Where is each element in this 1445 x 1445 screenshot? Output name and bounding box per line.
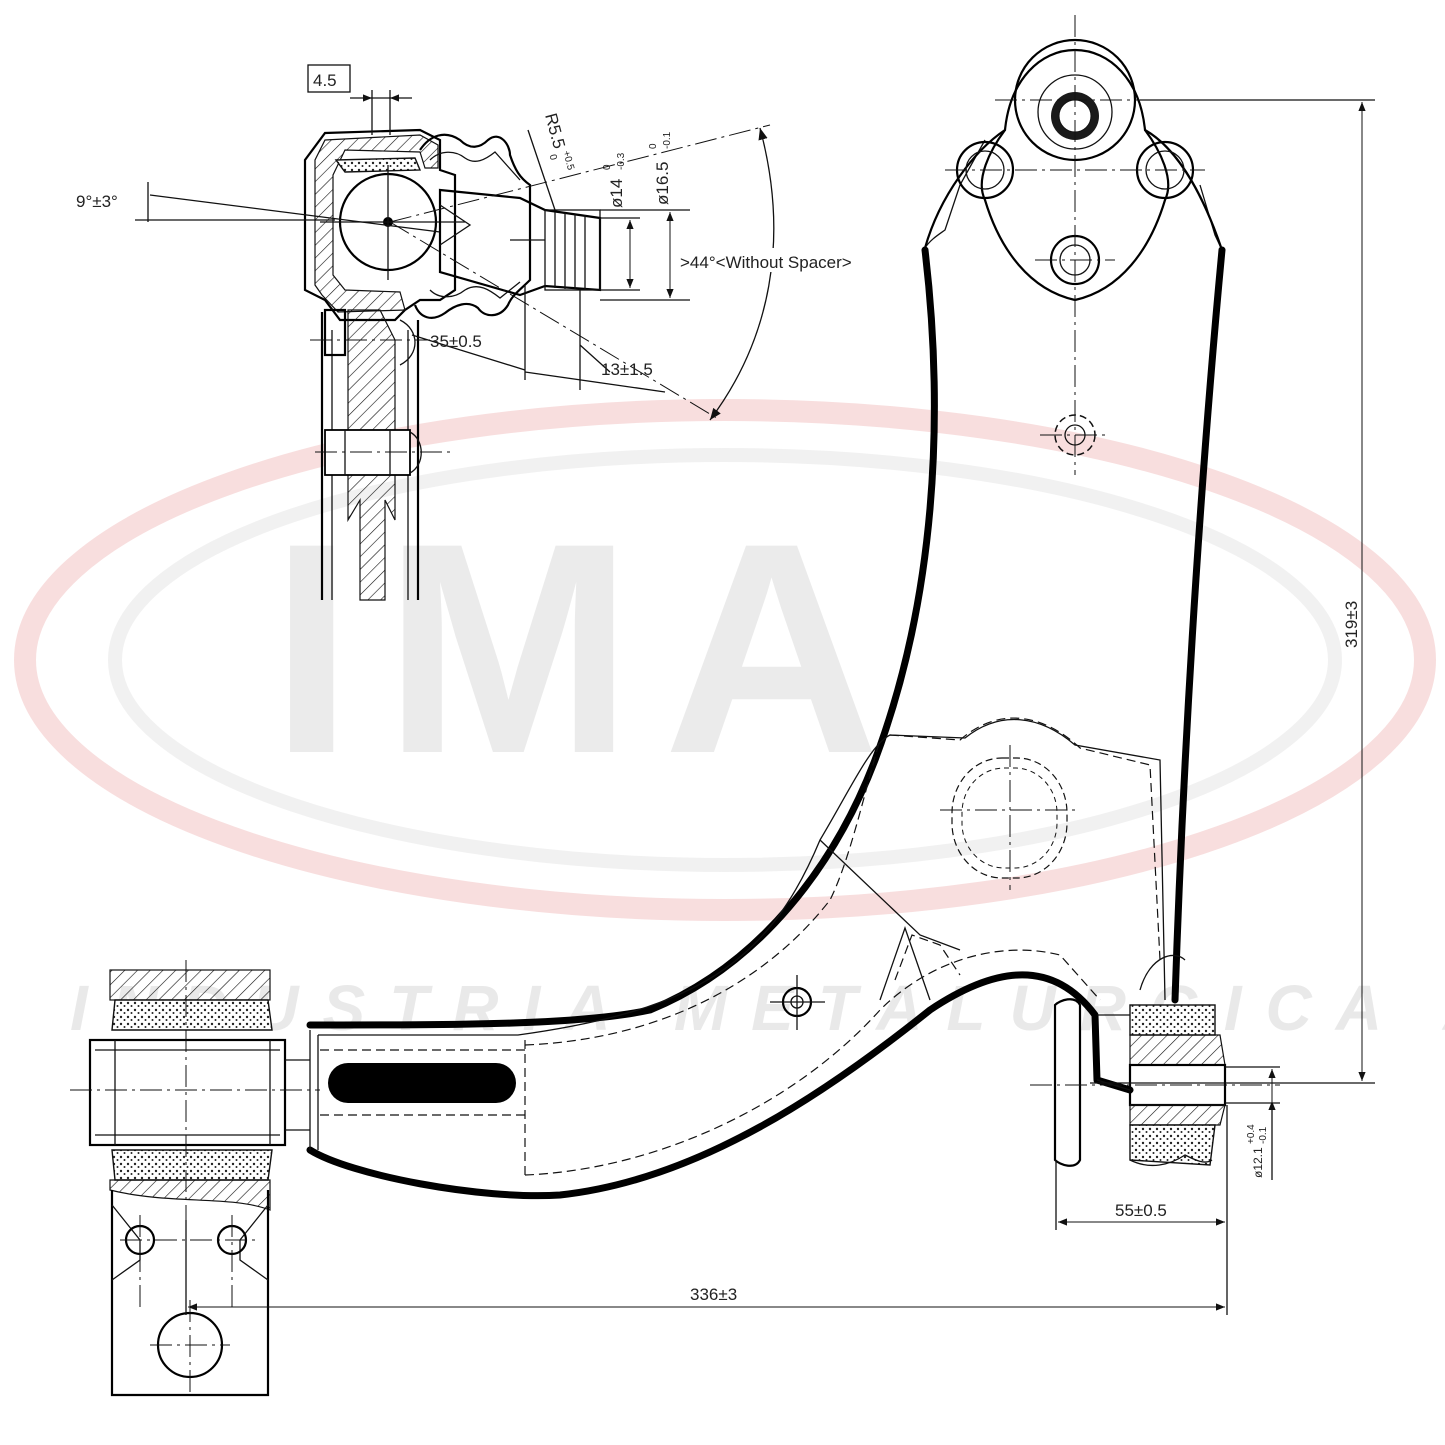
oval-hole bbox=[940, 745, 1080, 890]
dim-dia-14-tol-lower: -0.3 bbox=[616, 152, 627, 170]
dim-dia-14-tol-upper: 0 bbox=[602, 164, 613, 170]
detail-dimensions: 4.5 9°±3° R5.5 +0.5 0 ø14 0 -0.3 ø16.5 bbox=[76, 64, 890, 421]
dim-overall-height: 319±3 bbox=[1342, 601, 1361, 648]
dim-bushing-width: 55±0.5 bbox=[1115, 1201, 1167, 1220]
watermark-company-text: INDUSTRIA METALURGICA ALLI bbox=[70, 972, 1445, 1044]
dim-radius-tol-upper: +0.5 bbox=[560, 149, 576, 171]
dim-bushing-bore: ø12.1 bbox=[1251, 1147, 1265, 1178]
dim-stud-length: 35±0.5 bbox=[430, 332, 482, 351]
dim-boxed-tolerance: 4.5 bbox=[313, 71, 337, 90]
dim-radius: R5.5 bbox=[541, 111, 569, 151]
front-bushing bbox=[70, 960, 320, 1220]
dim-bushing-bore-tol-lower: -0.1 bbox=[1258, 1126, 1269, 1144]
ball-joint-section bbox=[149, 128, 602, 601]
dim-dia-16-tol-lower: -0.1 bbox=[662, 131, 673, 149]
dim-box-4-5 bbox=[307, 64, 351, 93]
dim-tilt-angle: 9°±3° bbox=[76, 192, 118, 211]
rear-bushing bbox=[1030, 954, 1280, 1167]
dim-overall-length: 336±3 bbox=[690, 1285, 737, 1304]
dim-swing-angle: >44°<Without Spacer> bbox=[680, 253, 852, 272]
dim-radius-tol-lower: 0 bbox=[547, 153, 559, 162]
watermark-logo: IMA INDUSTRIA METALURGICA ALLI bbox=[14, 399, 1445, 1044]
control-arm-body bbox=[306, 139, 1226, 1200]
overall-dimensions: 319±3 ø12.1 +0.4 -0.1 55±0.5 336±3 bbox=[185, 99, 1375, 1315]
mount-bracket bbox=[110, 1190, 270, 1397]
dim-dia-16-tol-upper: 0 bbox=[648, 143, 659, 149]
dim-dia-16: ø16.5 bbox=[653, 162, 672, 205]
locating-hole bbox=[770, 975, 825, 1030]
arm-slot bbox=[328, 1063, 516, 1103]
ball-joint-flange bbox=[923, 15, 1224, 475]
dim-thread-length: 13±1.5 bbox=[601, 360, 653, 379]
dim-dia-14: ø14 bbox=[607, 179, 626, 208]
dim-bushing-bore-tol-upper: +0.4 bbox=[1246, 1124, 1257, 1144]
